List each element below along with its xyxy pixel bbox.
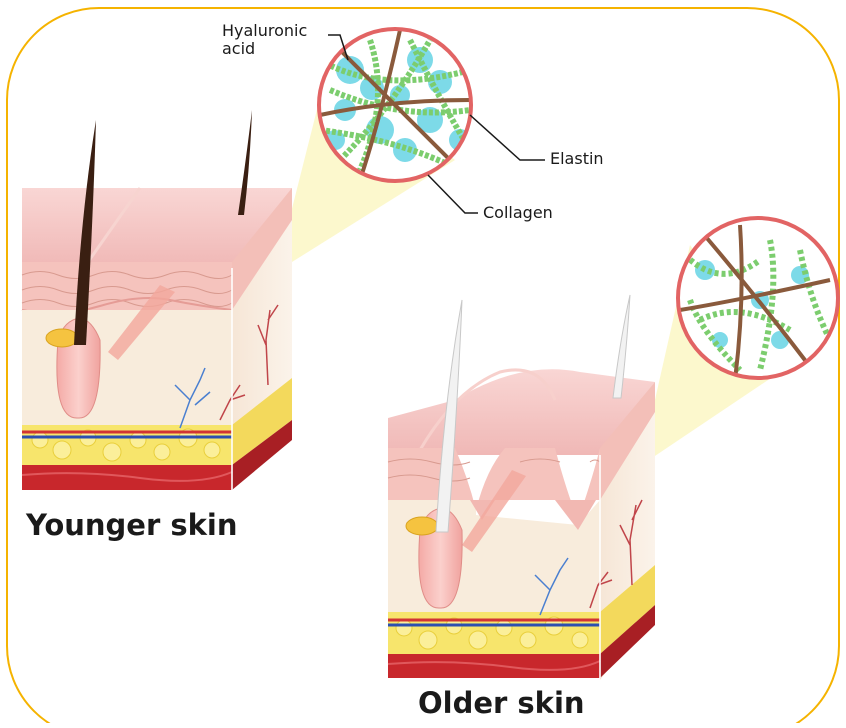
- zoom-circle-young: [319, 29, 471, 181]
- hyaluronic-acid-label: Hyaluronic acid: [222, 22, 322, 58]
- collagen-label: Collagen: [483, 204, 553, 222]
- older-skin-block: [388, 295, 655, 680]
- elastin-label: Elastin: [550, 150, 604, 168]
- younger-skin-title: Younger skin: [26, 508, 238, 542]
- younger-skin-block: [22, 110, 292, 490]
- older-skin-title: Older skin: [418, 686, 585, 720]
- zoom-circle-old: [678, 218, 838, 380]
